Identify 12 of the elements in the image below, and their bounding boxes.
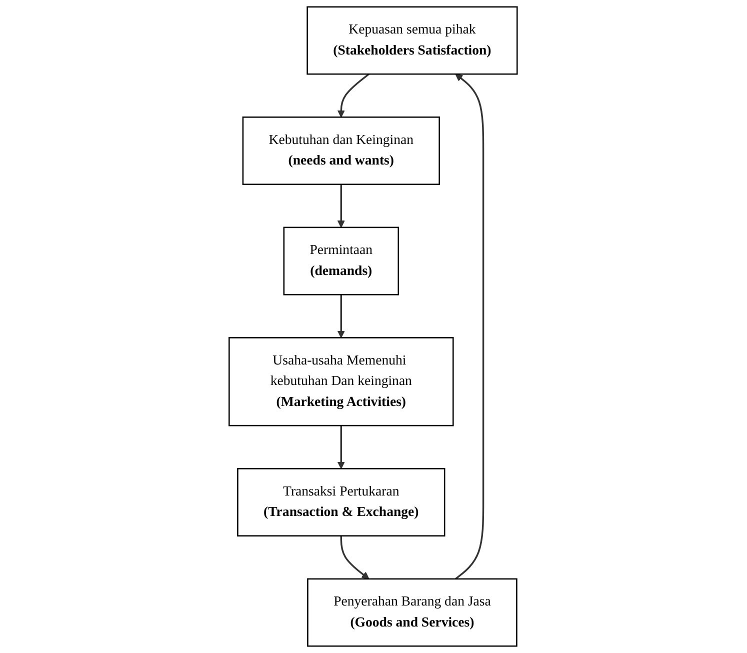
arrow — [338, 426, 346, 469]
node-box: Transaksi Pertukaran (Transaction & Exchange) — [237, 468, 446, 536]
arrow — [340, 536, 370, 580]
node-box: Usaha-usaha Memenuhi kebutuhan Dan keinginan (Marketing Activities) — [228, 337, 454, 426]
node-box: Kebutuhan dan Keinginan (needs and wants) — [242, 116, 440, 185]
node-box: Penyerahan Barang dan Jasa (Goods and Services) — [307, 578, 518, 647]
node-box: Permintaan (demands) — [284, 226, 400, 296]
arrow — [338, 73, 370, 118]
arrow — [455, 74, 485, 580]
arrow — [338, 294, 346, 338]
arrow — [338, 184, 346, 228]
node-box: Kepuasan semua pihak (Stakeholders Satisfaction) — [307, 6, 518, 75]
